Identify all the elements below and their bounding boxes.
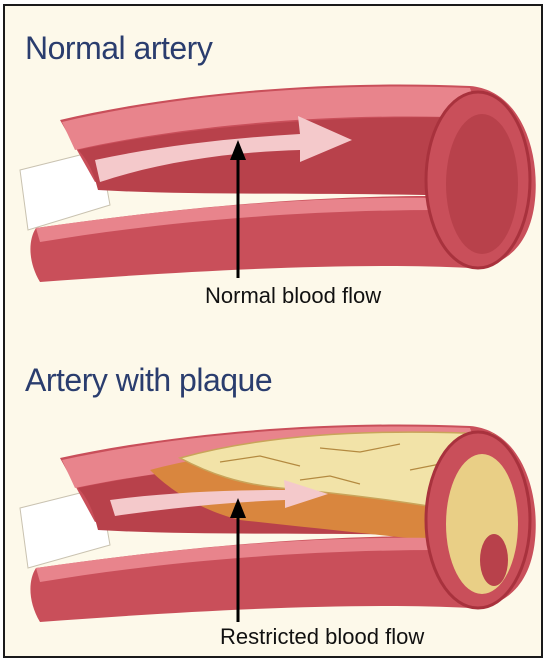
restricted-flow-label: Restricted blood flow bbox=[220, 624, 424, 650]
normal-artery bbox=[20, 84, 536, 282]
normal-flow-label: Normal blood flow bbox=[205, 283, 381, 309]
plaque-artery-title: Artery with plaque bbox=[25, 362, 272, 399]
normal-artery-opening-lumen bbox=[446, 114, 518, 254]
plaque-artery bbox=[20, 424, 536, 622]
plaque-artery-opening-lumen bbox=[480, 534, 508, 586]
